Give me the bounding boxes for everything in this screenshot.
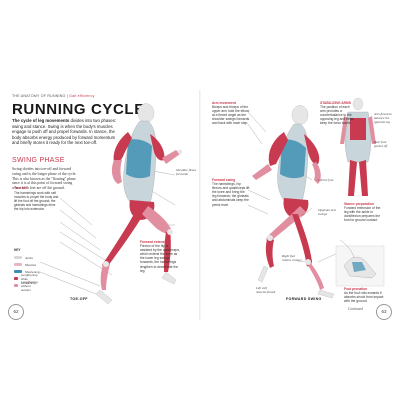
stance-preparation-text: Forward extension of the leg with the an…	[344, 206, 381, 223]
key-item: Lengthening without tension	[14, 279, 40, 292]
running-head-suffix: Gait efficiency	[69, 94, 95, 98]
key-item: Shortening	[14, 268, 40, 275]
swing-phase-heading: SWING PHASE	[12, 157, 65, 164]
key-item: Joints	[14, 254, 40, 261]
intro-lead: The cycle of leg movements	[12, 118, 70, 123]
toe-off-text: The hamstrings work with calf muscles to…	[14, 191, 59, 212]
stance-preparation-heading: Stance preparation	[344, 202, 374, 206]
key-item: Lengthening while contracting	[14, 272, 40, 285]
swing-phase-text: Swing divides into toe-off and forward s…	[12, 167, 77, 191]
stabilizing-arms-heading: STABILIZING ARMS	[320, 101, 351, 105]
key-label: Lengthening without tension	[21, 279, 38, 292]
key-label: Joints	[25, 255, 33, 260]
key-swatch	[14, 277, 18, 280]
stance-preparation-caption: Stance preparation Forward extension of …	[344, 202, 384, 222]
note-arm: Arm flexed to balance the opposite leg	[374, 112, 392, 125]
note-lifts: Lift the foot	[318, 178, 334, 182]
pronation-heading: Foot pronation	[344, 287, 368, 291]
arm-movement-text: Biceps and triceps of the upper arm hold…	[212, 105, 250, 126]
page-number-right: 63	[376, 304, 392, 320]
forward-swing-heading: Forward swing	[212, 178, 236, 182]
arm-movement-heading: Arm movement	[212, 101, 237, 105]
pronation-text: As the foot rolls inwards it absorbs sho…	[344, 291, 384, 304]
forward-extension-text: Flexion of the hip is assisted by the qu…	[140, 244, 180, 273]
page-number-left: 62	[8, 304, 24, 320]
note-right: Right foot retains contact	[282, 254, 302, 263]
intro-paragraph: The cycle of leg movements divides into …	[12, 118, 120, 146]
intro-body: divides into two phases: swing and stanc…	[12, 118, 117, 146]
toe-off-label: TOE-OFF	[70, 297, 88, 301]
continued-label: Continued	[348, 307, 363, 311]
forward-swing-caption: Forward swing The hamstrings, hip flexor…	[212, 178, 250, 207]
key-label: Muscles	[25, 262, 37, 267]
gutter	[199, 90, 201, 320]
key-label: Shortening	[25, 269, 40, 274]
key-swatch	[14, 263, 22, 266]
forward-swing-label: FORWARD SWING	[286, 297, 322, 301]
key-title: KEY	[14, 248, 21, 252]
pronation-caption: Foot pronation As the foot rolls inwards…	[344, 287, 384, 303]
key-label: Lengthening while contracting	[20, 272, 38, 285]
key-legend: KEY Joints Muscles Shortening Lengthenin…	[14, 248, 40, 292]
running-head: THE ANATOMY OF RUNNING | Gait efficiency	[12, 94, 95, 98]
toe-off-heading: Toe-off	[14, 186, 27, 190]
forward-swing-text: The hamstrings, hip flexors and quadrice…	[212, 182, 250, 207]
note-left: Left calf muscles flexed	[256, 286, 276, 295]
key-swatch	[14, 270, 22, 273]
note-opposite: Opposite arm swings	[318, 208, 337, 217]
note-rear: Rear foot pushes off	[374, 140, 388, 149]
stabilizing-arms-text: The position of each arm provides a coun…	[320, 105, 354, 126]
key-swatch	[14, 256, 22, 259]
note-shoulder: Shoulder flexes forwards	[176, 168, 197, 177]
arm-movement-caption: Arm movement Biceps and triceps of the u…	[212, 101, 250, 126]
forward-extension-caption: Forward extension Flexion of the hip is …	[140, 240, 180, 273]
stabilizing-arms-caption: STABILIZING ARMS The position of each ar…	[320, 101, 354, 126]
key-item: Muscles	[14, 261, 40, 268]
key-swatch	[14, 284, 19, 287]
forward-extension-heading: Forward extension	[140, 240, 170, 244]
running-head-prefix: THE ANATOMY OF RUNNING	[12, 94, 66, 98]
page-title: RUNNING CYCLE	[12, 101, 145, 118]
